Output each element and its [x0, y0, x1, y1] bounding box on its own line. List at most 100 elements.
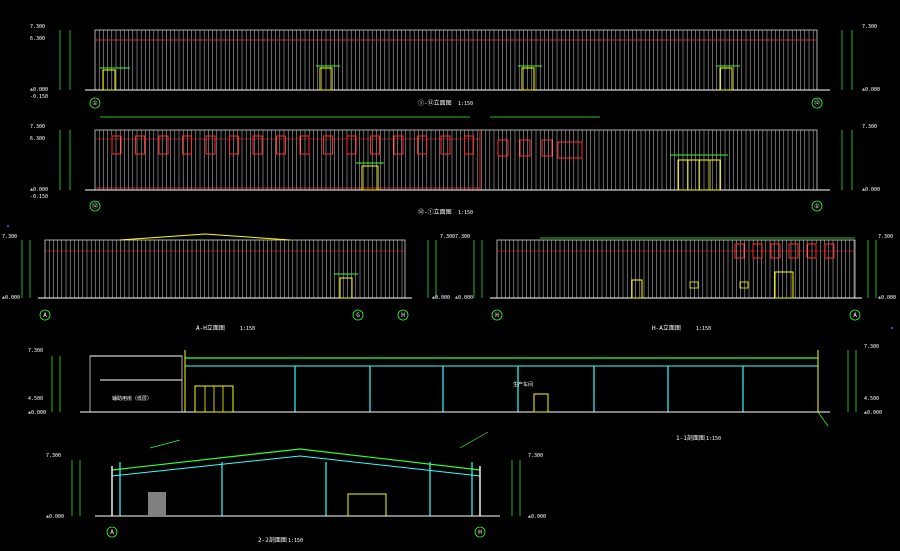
- column-group: [119, 462, 473, 516]
- corner-mark: [891, 327, 893, 329]
- axis-label-end: H: [478, 529, 482, 536]
- axis-bubble-end: [849, 309, 861, 321]
- elevation-1-2-12: 7.300 6.300 ±0.000 -0.150 7.300 ±0.000 ①…: [30, 24, 880, 109]
- level-dim-left: [59, 130, 71, 190]
- axis-label-end: ⑫: [814, 99, 820, 107]
- level-ground-label-right: ±0.000: [862, 187, 880, 193]
- main-gate-mullions: [687, 160, 711, 190]
- view-scale: 1:150: [458, 101, 473, 107]
- leader-line: [459, 431, 489, 449]
- axis-bubble-start: [89, 97, 101, 109]
- view-title: ⑫-①立面图: [418, 208, 452, 216]
- elevation-a-h: 7.300 ±0.000 7.300 ±0.000 A G H A-H立面图 1…: [2, 233, 455, 332]
- axis-bubble-end: [397, 309, 409, 321]
- window: [323, 135, 333, 155]
- level-top-label: 7.300: [2, 234, 17, 240]
- level-top-label-right: 7.300: [862, 124, 877, 130]
- level-base-label: -0.150: [30, 194, 48, 200]
- canopy-group: [100, 65, 740, 69]
- level-dim-left: [473, 240, 483, 298]
- axis-bubble-start: [491, 309, 503, 321]
- axis-label-end: H: [401, 312, 405, 319]
- window: [824, 243, 835, 259]
- level-dim-right: [867, 240, 877, 298]
- level-ground-label: ±0.000: [455, 295, 473, 301]
- axis-bubble-end: [811, 97, 823, 109]
- window: [111, 135, 122, 155]
- level-dim-left: [51, 356, 61, 412]
- view-scale: 1:150: [288, 538, 303, 544]
- gate: [774, 271, 794, 299]
- view-scale: 1:150: [240, 326, 255, 332]
- level-dim-left: [71, 460, 81, 516]
- level-ground-label: ±0.000: [28, 410, 46, 416]
- level-eave-label: 6.300: [30, 136, 45, 142]
- portal-roof-lower: [111, 455, 481, 477]
- axis-label-start: ①: [92, 100, 97, 107]
- level-top-label-right: 7.300: [862, 24, 877, 30]
- level-ground-label-right: ±0.000: [878, 295, 896, 301]
- level-top-label-right: 7.300: [528, 453, 543, 459]
- level-top-label: 7.300: [46, 453, 61, 459]
- window: [158, 135, 169, 155]
- wall-cladding-lines: [48, 240, 403, 298]
- level-mid-label-right: 4.500: [864, 396, 879, 402]
- view-title: A-H立面图: [196, 324, 225, 332]
- level-dim-right: [427, 240, 437, 298]
- room-label-annex: 辅助用房（低层）: [112, 395, 152, 402]
- leader-line: [817, 411, 829, 427]
- view-scale: 1:150: [706, 436, 721, 442]
- level-ground-label-right: ±0.000: [864, 410, 882, 416]
- level-ground-label: ±0.000: [2, 295, 20, 301]
- roof-ridge: [119, 233, 291, 241]
- room-label-main: 生产车间: [513, 381, 533, 388]
- axis-bubble-mid: [352, 309, 364, 321]
- window: [252, 135, 263, 155]
- window-group: [734, 243, 835, 259]
- level-top-label-right: 7.300: [878, 234, 893, 240]
- window-large: [557, 141, 583, 159]
- level-dim-left: [21, 240, 31, 298]
- view-title: 2-2剖面图: [258, 536, 287, 544]
- window: [497, 139, 509, 157]
- elevation-12-1: 7.300 6.300 ±0.000 -0.150 7.300 ±0.000 ⑫…: [30, 116, 880, 216]
- portal-roof: [111, 448, 481, 471]
- level-top-label-right: 7.300: [864, 344, 879, 350]
- door: [319, 67, 333, 91]
- axis-label-end: A: [853, 312, 857, 319]
- wall-cladding-lines: [98, 130, 814, 190]
- section-door-small: [533, 393, 549, 413]
- section-1-1: 辅助用房（低层） 生产车间 7.300 4.500 ±0.000 7.300 4…: [28, 344, 882, 442]
- door-mullions: [204, 386, 224, 412]
- view-scale: 1:150: [696, 326, 711, 332]
- level-ground-label-right: ±0.000: [432, 295, 450, 301]
- axis-label-start: H: [495, 312, 499, 319]
- axis-bubble-start: [106, 526, 118, 538]
- window: [734, 243, 745, 259]
- section-2-2: 7.300 ±0.000 7.300 ±0.000 A H 2-2剖面图 1:1…: [46, 431, 546, 544]
- level-ground-label-right: ±0.000: [528, 514, 546, 520]
- level-dim-right: [511, 460, 521, 516]
- corner-mark: [7, 225, 9, 227]
- level-top-label: 7.300: [30, 24, 45, 30]
- door: [719, 67, 733, 91]
- axis-label-start: A: [43, 312, 47, 319]
- leader-line: [149, 439, 181, 449]
- level-eave-label: 6.300: [30, 36, 45, 42]
- small-window: [689, 281, 699, 289]
- level-dim-right: [841, 30, 853, 90]
- level-dim-left: [59, 30, 71, 90]
- axis-label-start: A: [110, 529, 114, 536]
- axis-bubble-end: [474, 526, 486, 538]
- window-group: [111, 135, 553, 157]
- window: [346, 135, 357, 155]
- window: [205, 135, 216, 155]
- view-title: 1-1剖面图: [676, 434, 705, 442]
- window: [182, 135, 192, 155]
- door-group: [102, 67, 733, 91]
- window: [299, 135, 310, 155]
- wall-cladding-lines: [500, 240, 855, 298]
- axis-bubble-end: [811, 200, 823, 212]
